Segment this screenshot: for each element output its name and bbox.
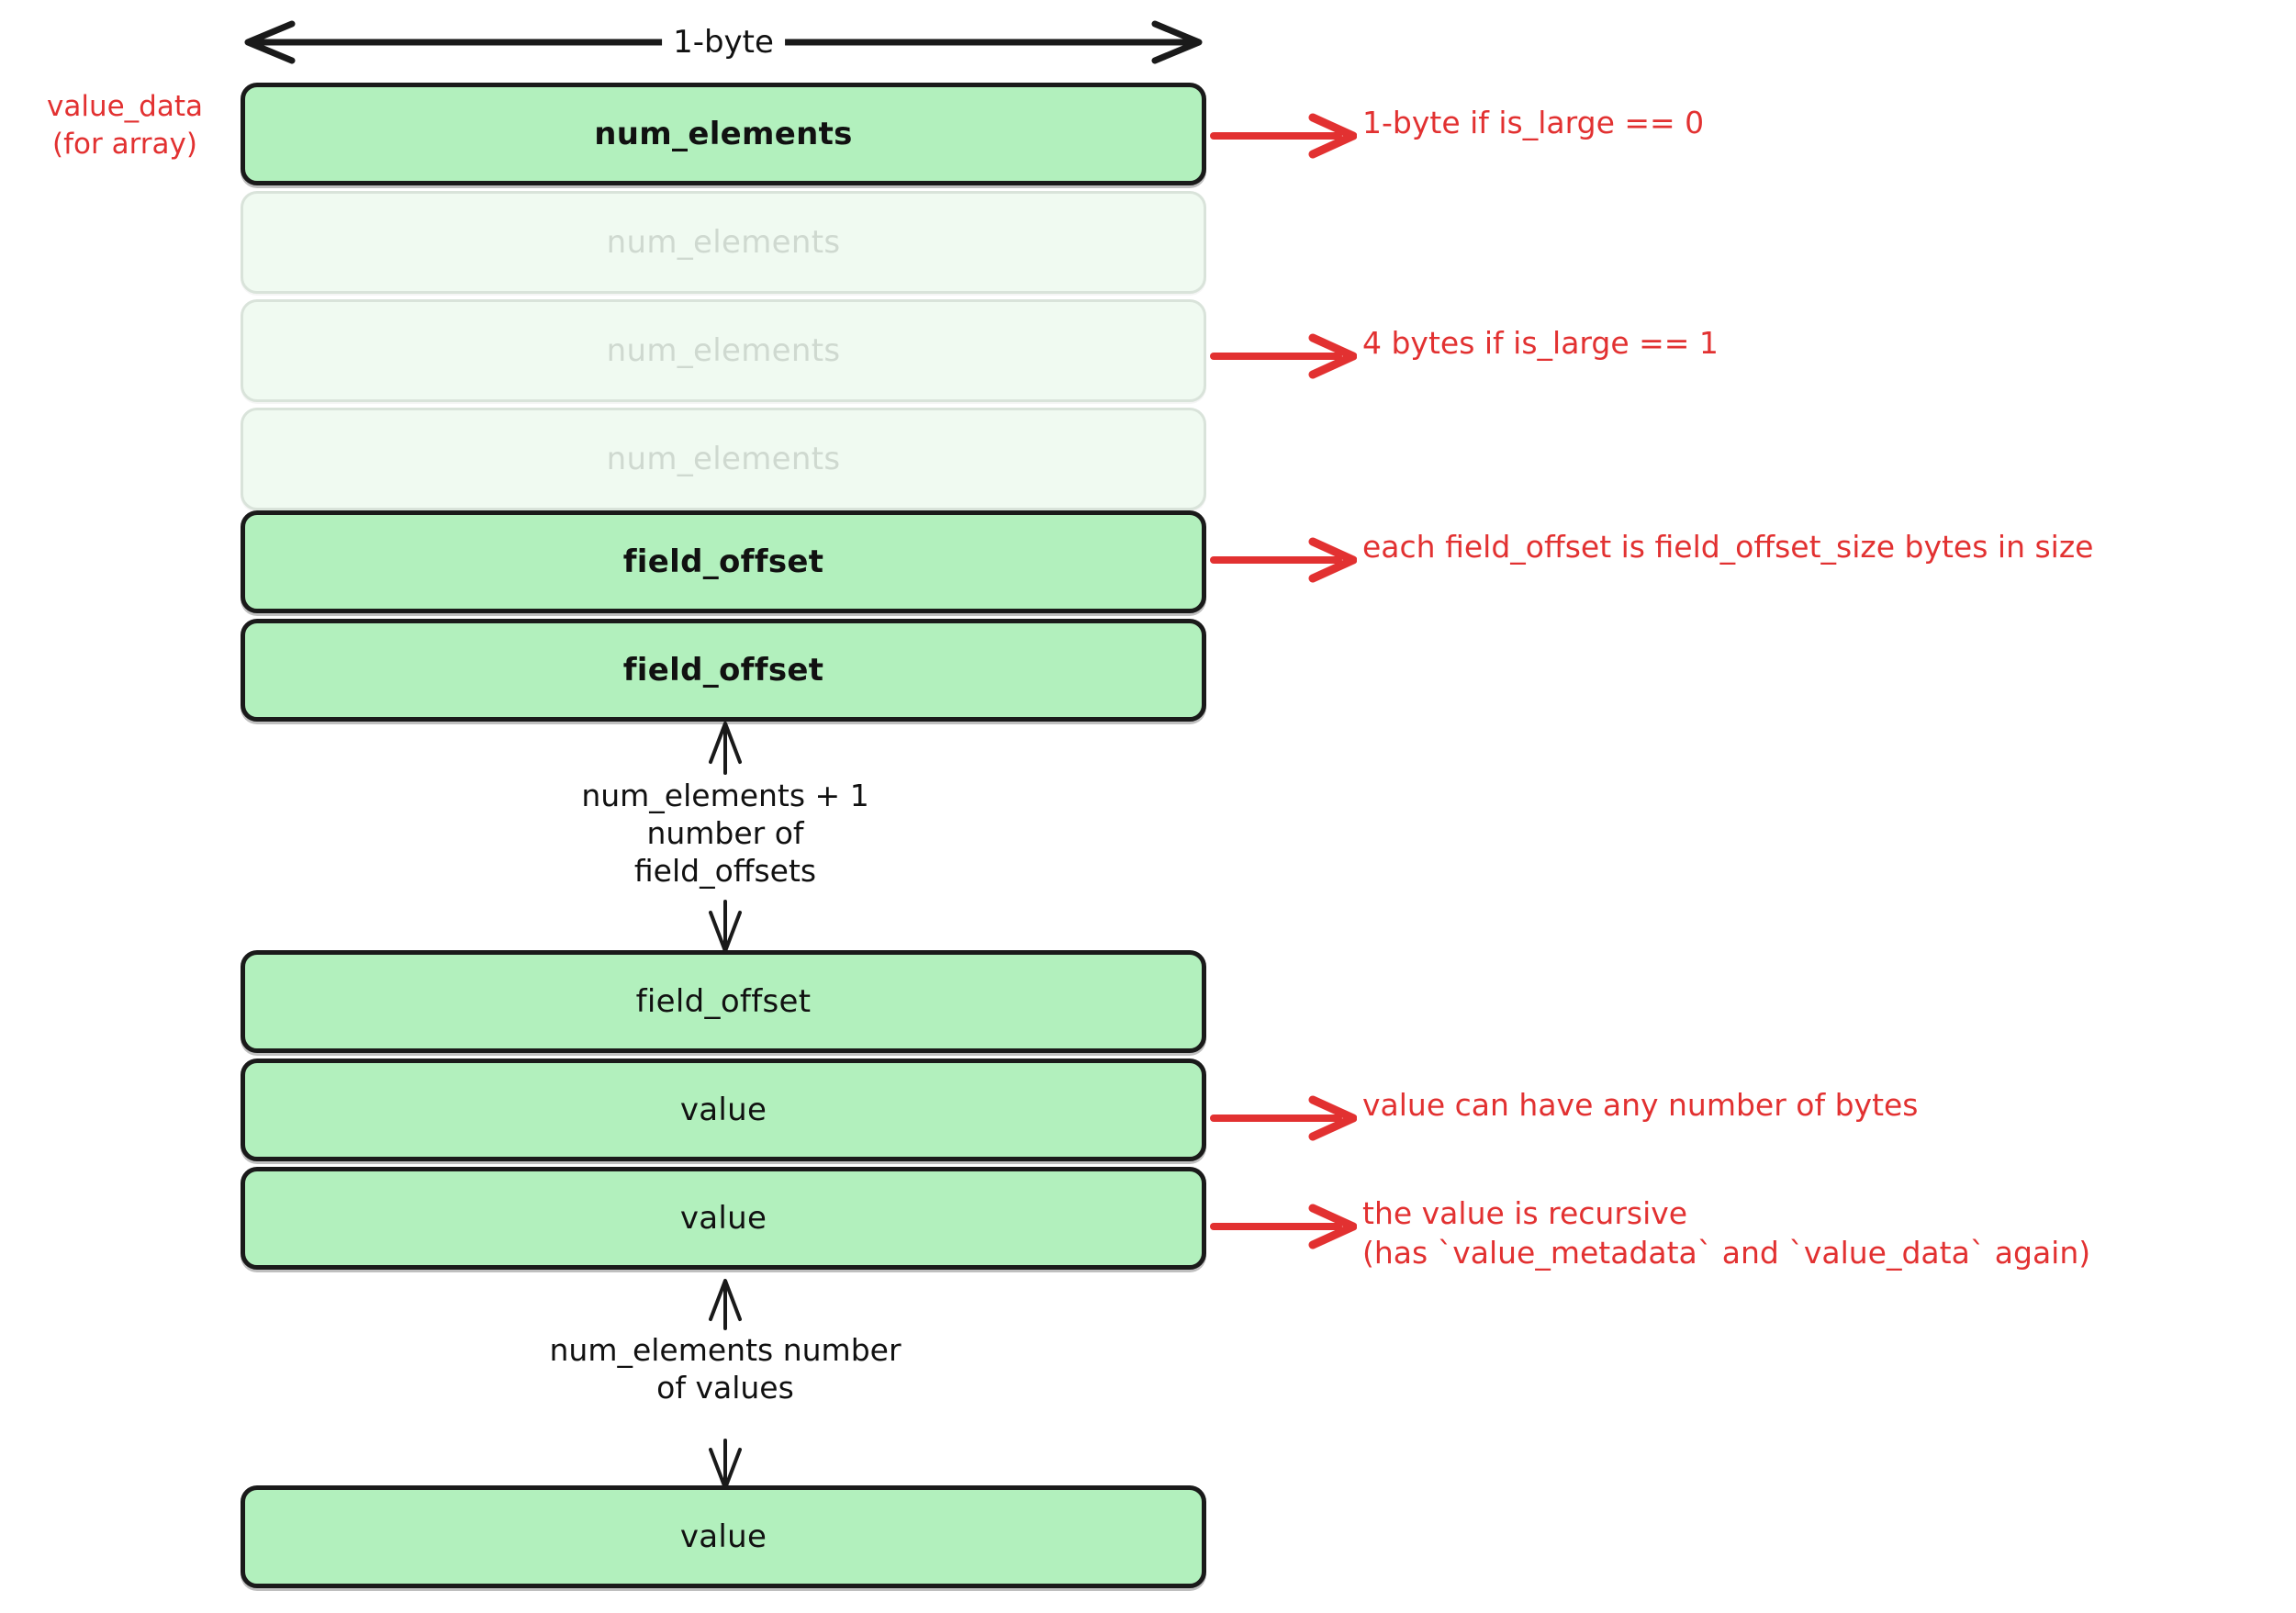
row-label: value (679, 1200, 767, 1237)
row-num-elements-1[interactable]: num_elements (241, 83, 1206, 185)
red-arrow-icon (1210, 1094, 1358, 1151)
row-label: num_elements (606, 332, 841, 369)
row-label: value (679, 1518, 767, 1555)
red-arrow-icon (1210, 1203, 1358, 1260)
annotation-field-offset-size: each field_offset is field_offset_size b… (1210, 529, 2093, 593)
value-count-line2: of values (656, 1370, 794, 1406)
row-label: value (679, 1092, 767, 1128)
annotation-text: 4 bytes if is_large == 1 (1357, 323, 1719, 363)
annotation-value-recursive: the value is recursive (has `value_metad… (1210, 1195, 2090, 1272)
annotation-text: each field_offset is field_offset_size b… (1357, 527, 2093, 566)
row-num-elements-2[interactable]: num_elements (241, 191, 1206, 294)
double-vertical-arrow-icon (709, 722, 742, 951)
row-value-1[interactable]: value (241, 1059, 1206, 1161)
field-offset-count-line2: number of (646, 815, 804, 851)
annotation-line: (has `value_metadata` and `value_data` a… (1362, 1235, 2091, 1271)
annotation-line: value can have any number of bytes (1362, 1087, 1919, 1123)
annotation-line: 4 bytes if is_large == 1 (1362, 325, 1719, 361)
annotation-text: 1-byte if is_large == 0 (1357, 103, 1704, 142)
value-span-arrow (698, 1279, 753, 1488)
value-count-line1: num_elements number (549, 1332, 902, 1368)
row-num-elements-4[interactable]: num_elements (241, 408, 1206, 510)
double-vertical-arrow-icon (709, 1279, 742, 1488)
row-label: num_elements (594, 116, 853, 152)
value-data-label-line1: value_data (46, 90, 203, 123)
annotation-line: the value is recursive (1362, 1195, 1688, 1231)
value-data-label: value_data (for array) (17, 88, 233, 163)
row-label: field_offset (622, 543, 824, 580)
annotation-is-large-0: 1-byte if is_large == 0 (1210, 105, 1704, 169)
row-label: field_offset (622, 652, 824, 689)
annotation-value-bytes: value can have any number of bytes (1210, 1087, 1919, 1151)
value-count-note: num_elements number of values (450, 1331, 1001, 1406)
row-field-offset-3[interactable]: field_offset (241, 950, 1206, 1053)
field-offset-count-note: num_elements + 1 number of field_offsets (450, 777, 1001, 890)
field-offset-count-line1: num_elements + 1 (581, 778, 869, 813)
row-label: field_offset (635, 983, 812, 1020)
row-value-3[interactable]: value (241, 1485, 1206, 1588)
field-offset-span-arrow (698, 722, 753, 951)
row-num-elements-3[interactable]: num_elements (241, 299, 1206, 402)
row-field-offset-1[interactable]: field_offset (241, 510, 1206, 613)
byte-width-arrow: 1-byte (241, 20, 1206, 64)
annotation-is-large-1: 4 bytes if is_large == 1 (1210, 325, 1719, 389)
value-data-label-line2: (for array) (52, 128, 197, 161)
annotation-text: value can have any number of bytes (1357, 1085, 1919, 1125)
annotation-line: each field_offset is field_offset_size b… (1362, 529, 2094, 565)
row-value-2[interactable]: value (241, 1167, 1206, 1270)
red-arrow-icon (1210, 536, 1358, 593)
row-label: num_elements (606, 224, 841, 261)
red-arrow-icon (1210, 332, 1358, 389)
annotation-text: the value is recursive (has `value_metad… (1357, 1193, 2090, 1272)
annotation-line: 1-byte if is_large == 0 (1362, 105, 1705, 140)
field-offset-count-line3: field_offsets (633, 853, 817, 889)
row-field-offset-2[interactable]: field_offset (241, 619, 1206, 722)
byte-width-label: 1-byte (662, 22, 785, 62)
row-label: num_elements (606, 441, 841, 477)
red-arrow-icon (1210, 112, 1358, 169)
